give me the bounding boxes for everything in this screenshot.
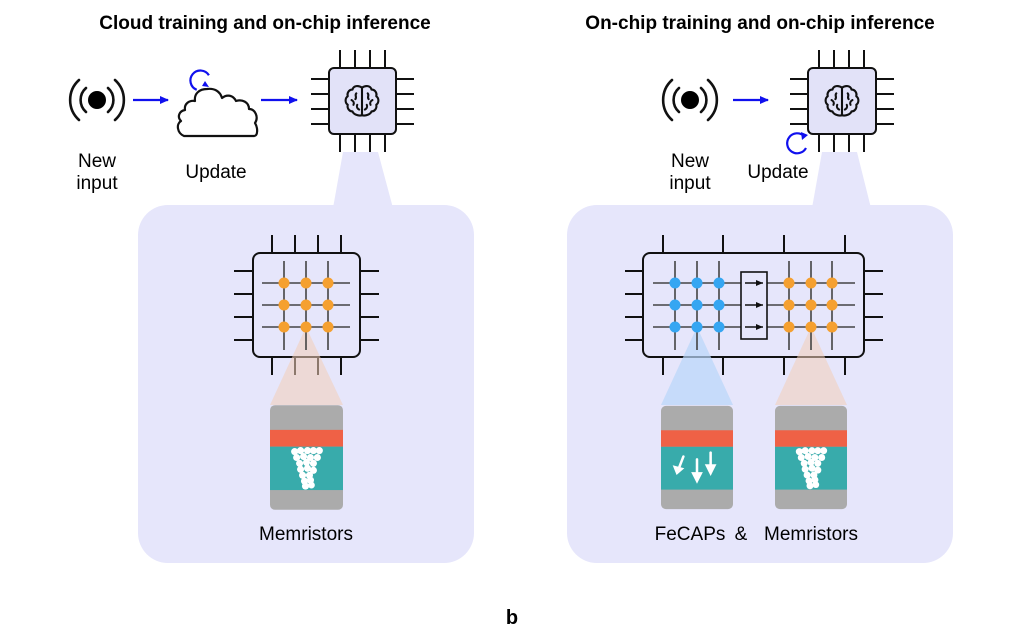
- right-device-label-fecaps: FeCAPs: [655, 524, 726, 545]
- fecap-cell: [691, 299, 703, 311]
- memristor-cell: [278, 321, 290, 333]
- memristor-cell: [805, 277, 817, 289]
- figure-label: b: [506, 607, 518, 629]
- left-title: Cloud training and on-chip inference: [99, 13, 430, 34]
- memristor-beam: [775, 327, 847, 405]
- fecap-cell: [691, 321, 703, 333]
- memristor-cell: [826, 277, 838, 289]
- chip-icon: [311, 50, 414, 152]
- refresh-icon: [189, 69, 210, 91]
- left-device-label: Memristors: [259, 524, 353, 545]
- memristor-cell: [805, 321, 817, 333]
- right-diagram: On-chip training and on-chip inference N…: [567, 13, 953, 563]
- device-beam: [270, 327, 343, 405]
- hybrid-crossbar-chip: [625, 235, 883, 405]
- memristor-cell: [805, 299, 817, 311]
- fecap-cell: [713, 277, 725, 289]
- memristor-cell: [300, 321, 312, 333]
- memristor-cell: [322, 277, 334, 289]
- left-update-label: Update: [185, 162, 246, 183]
- refresh-arrowhead: [202, 81, 209, 87]
- refresh-icon: [786, 132, 807, 155]
- memristor-cell: [826, 299, 838, 311]
- cloud-icon: [176, 87, 259, 138]
- memristor-cell: [322, 299, 334, 311]
- memristor-cell: [783, 299, 795, 311]
- crossbar-chip: [234, 235, 379, 405]
- fecap-cell: [669, 321, 681, 333]
- fecap-cell: [713, 299, 725, 311]
- signal-icon: [68, 78, 126, 122]
- fecap-beam: [661, 327, 733, 405]
- memristor-cell: [300, 277, 312, 289]
- fecap-cell: [669, 277, 681, 289]
- left-diagram: Cloud training and on-chip inference New…: [68, 13, 474, 563]
- right-update-label: Update: [747, 162, 808, 183]
- right-device-label-amp: &: [735, 524, 748, 545]
- right-title: On-chip training and on-chip inference: [585, 13, 934, 34]
- chip-icon: [790, 50, 894, 152]
- memristor-cell: [300, 299, 312, 311]
- memristor-device: [775, 405, 847, 510]
- memristor-device: [270, 405, 343, 510]
- memristor-cell: [322, 321, 334, 333]
- memristor-cell: [278, 277, 290, 289]
- fecap-cell: [669, 299, 681, 311]
- memristor-cell: [826, 321, 838, 333]
- signal-icon: [661, 78, 719, 122]
- right-device-label-memristors: Memristors: [764, 524, 858, 545]
- fecap-cell: [691, 277, 703, 289]
- left-input-label-line1: New: [78, 151, 116, 172]
- transfer-block: [740, 271, 768, 340]
- fecap-cell: [713, 321, 725, 333]
- memristor-cell: [783, 277, 795, 289]
- memristor-cell: [783, 321, 795, 333]
- right-input-label-line1: New: [671, 151, 709, 172]
- zoom-beam: [333, 152, 393, 208]
- right-input-label-line2: input: [669, 173, 711, 194]
- memristor-cell: [278, 299, 290, 311]
- zoom-beam: [812, 152, 871, 208]
- fecap-device: [661, 405, 733, 510]
- left-input-label-line2: input: [76, 173, 118, 194]
- refresh-arrowhead: [801, 132, 808, 140]
